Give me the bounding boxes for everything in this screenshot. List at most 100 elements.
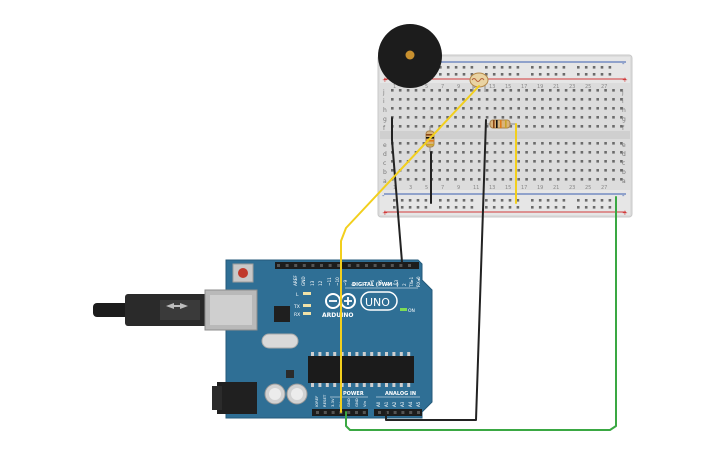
breadboard-hole[interactable] xyxy=(462,125,465,128)
wire-green-power[interactable] xyxy=(345,196,617,431)
rail-hole[interactable] xyxy=(600,199,604,202)
breadboard-hole[interactable] xyxy=(612,178,615,181)
breadboard-hole[interactable] xyxy=(588,178,592,181)
chip-leg[interactable] xyxy=(370,352,374,356)
breadboard-hole[interactable] xyxy=(604,151,607,154)
breadboard-hole[interactable] xyxy=(525,160,528,163)
rail-hole[interactable] xyxy=(516,66,520,69)
chip-leg[interactable] xyxy=(385,352,388,356)
breadboard-hole[interactable] xyxy=(438,107,441,110)
header-pin[interactable] xyxy=(362,411,366,414)
breadboard-hole[interactable] xyxy=(596,98,599,101)
breadboard-hole[interactable] xyxy=(477,151,481,154)
breadboard-hole[interactable] xyxy=(580,151,584,154)
rail-hole[interactable] xyxy=(538,73,542,76)
breadboard-hole[interactable] xyxy=(549,125,552,128)
chip-leg[interactable] xyxy=(362,352,366,356)
breadboard-hole[interactable] xyxy=(533,107,536,110)
chip-leg[interactable] xyxy=(333,383,337,387)
breadboard-hole[interactable] xyxy=(406,116,410,119)
breadboard-hole[interactable] xyxy=(391,160,394,163)
breadboard-hole[interactable] xyxy=(556,107,560,110)
breadboard-hole[interactable] xyxy=(533,160,536,163)
rail-hole[interactable] xyxy=(554,206,558,209)
breadboard-hole[interactable] xyxy=(556,89,560,92)
breadboard-hole[interactable] xyxy=(564,169,568,172)
digital-header-pins[interactable] xyxy=(277,264,411,267)
header-pin[interactable] xyxy=(311,264,315,267)
breadboard-hole[interactable] xyxy=(517,125,520,128)
breadboard-hole[interactable] xyxy=(422,107,426,110)
breadboard-hole[interactable] xyxy=(596,178,599,181)
header-pin[interactable] xyxy=(328,264,332,267)
breadboard-hole[interactable] xyxy=(604,107,607,110)
photoresistor-body[interactable] xyxy=(469,72,489,88)
breadboard-hole[interactable] xyxy=(438,169,441,172)
breadboard-hole[interactable] xyxy=(438,98,441,101)
breadboard-hole[interactable] xyxy=(430,125,434,128)
breadboard-hole[interactable] xyxy=(580,98,584,101)
header-pin[interactable] xyxy=(409,411,413,414)
breadboard-hole[interactable] xyxy=(477,89,481,92)
header-pin[interactable] xyxy=(378,411,381,414)
breadboard-hole[interactable] xyxy=(501,142,505,145)
breadboard-hole[interactable] xyxy=(501,98,505,101)
chip-leg[interactable] xyxy=(348,383,351,387)
breadboard-hole[interactable] xyxy=(406,89,410,92)
chip-leg[interactable] xyxy=(333,352,337,356)
breadboard-hole[interactable] xyxy=(572,116,576,119)
breadboard-hole[interactable] xyxy=(549,151,552,154)
breadboard-hole[interactable] xyxy=(549,98,552,101)
breadboard-hole[interactable] xyxy=(525,116,528,119)
header-pin[interactable] xyxy=(355,411,358,414)
breadboard-hole[interactable] xyxy=(501,107,505,110)
breadboard-hole[interactable] xyxy=(556,160,560,163)
rail-hole[interactable] xyxy=(562,73,566,76)
chip-leg[interactable] xyxy=(377,383,381,387)
chip-leg[interactable] xyxy=(392,383,396,387)
breadboard-hole[interactable] xyxy=(533,151,536,154)
rail-hole[interactable] xyxy=(584,66,588,69)
rail-hole[interactable] xyxy=(516,73,520,76)
rail-hole[interactable] xyxy=(416,206,420,209)
breadboard-hole[interactable] xyxy=(580,89,584,92)
power-jack[interactable] xyxy=(217,382,257,414)
breadboard-hole[interactable] xyxy=(604,178,607,181)
breadboard-hole[interactable] xyxy=(391,89,394,92)
breadboard-hole[interactable] xyxy=(422,160,426,163)
breadboard-hole[interactable] xyxy=(533,142,536,145)
rail-hole[interactable] xyxy=(485,199,488,202)
rail-hole[interactable] xyxy=(608,206,612,209)
breadboard-hole[interactable] xyxy=(509,151,513,154)
breadboard-hole[interactable] xyxy=(612,142,615,145)
breadboard-hole[interactable] xyxy=(564,98,568,101)
chip-leg[interactable] xyxy=(325,352,329,356)
breadboard-hole[interactable] xyxy=(525,151,528,154)
breadboard-hole[interactable] xyxy=(406,98,410,101)
breadboard-hole[interactable] xyxy=(541,116,544,119)
breadboard-hole[interactable] xyxy=(493,107,497,110)
rail-hole[interactable] xyxy=(584,199,588,202)
breadboard-hole[interactable] xyxy=(612,125,615,128)
breadboard-hole[interactable] xyxy=(446,89,449,92)
header-pin[interactable] xyxy=(320,264,323,267)
breadboard-hole[interactable] xyxy=(414,142,418,145)
rail-hole[interactable] xyxy=(500,206,504,209)
breadboard-hole[interactable] xyxy=(541,151,544,154)
breadboard-hole[interactable] xyxy=(588,151,592,154)
breadboard-hole[interactable] xyxy=(430,89,434,92)
breadboard-hole[interactable] xyxy=(588,107,592,110)
rail-hole[interactable] xyxy=(577,66,580,69)
breadboard-hole[interactable] xyxy=(572,98,576,101)
rail-hole[interactable] xyxy=(562,199,566,202)
chip-leg[interactable] xyxy=(340,383,344,387)
breadboard-hole[interactable] xyxy=(588,160,592,163)
breadboard-hole[interactable] xyxy=(422,98,426,101)
breadboard-hole[interactable] xyxy=(485,142,489,145)
rail-hole[interactable] xyxy=(485,66,488,69)
breadboard-hole[interactable] xyxy=(572,142,576,145)
breadboard-hole[interactable] xyxy=(446,151,449,154)
breadboard-hole[interactable] xyxy=(470,98,473,101)
breadboard-hole[interactable] xyxy=(517,116,520,119)
breadboard-hole[interactable] xyxy=(446,160,449,163)
